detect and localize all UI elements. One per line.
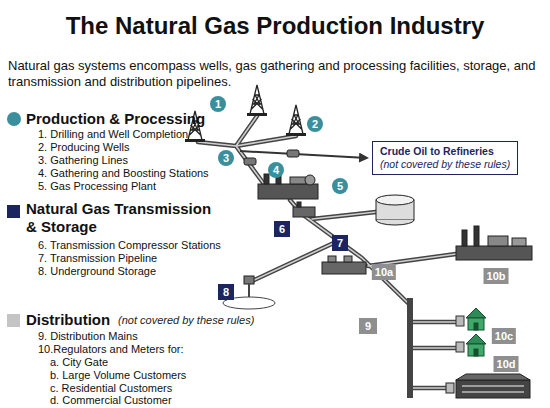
list-item: a. City Gate: [50, 356, 108, 369]
residential-customers: [456, 308, 486, 356]
city-gate-station: [322, 256, 366, 274]
callout-number: 8: [218, 284, 234, 300]
list-item: b. Large Volume Customers: [50, 369, 186, 382]
compressor-station: [293, 202, 315, 217]
list-item: 2. Producing Wells: [38, 141, 130, 154]
callout-number: 7: [332, 235, 348, 251]
list-item: 5. Gas Processing Plant: [38, 180, 156, 193]
list-item: d. Commercial Customer: [50, 394, 172, 407]
list-item: 7. Transmission Pipeline: [38, 252, 157, 265]
list-item: 8. Underground Storage: [38, 265, 156, 278]
section-heading: Natural Gas Transmission & Storage: [26, 200, 214, 236]
callout-number: 10c: [492, 328, 516, 344]
list-item: 9. Distribution Mains: [38, 330, 138, 343]
storage-tank: [376, 195, 414, 225]
list-item: 3. Gathering Lines: [38, 154, 128, 167]
callout-number: 10a: [372, 264, 396, 280]
callout-number: 5: [332, 178, 348, 194]
intro-text: Natural gas systems encompass wells, gas…: [8, 58, 544, 91]
section-bullets: [7, 112, 21, 327]
list-item: 10.Regulators and Meters for:: [38, 343, 184, 356]
page-title: The Natural Gas Production Industry: [0, 12, 550, 41]
list-item: c. Residential Customers: [50, 382, 172, 395]
list-item: 1. Drilling and Well Completion: [38, 128, 188, 141]
callout-number: 4: [268, 162, 284, 178]
callout-number: 10d: [494, 356, 519, 372]
callout-number: 9: [359, 318, 377, 334]
industrial-customer: [456, 226, 532, 260]
callout-number: 2: [307, 116, 323, 132]
callout-number: 3: [218, 150, 234, 166]
section-note: (not covered by these rules): [118, 314, 254, 327]
box-note: (not covered by these rules): [380, 158, 510, 171]
list-item: 4. Gathering and Boosting Stations: [38, 167, 209, 180]
callout-number: 1: [210, 96, 226, 112]
callout-number: 10b: [484, 268, 509, 284]
note-box: Crude Oil to Refineries(not covered by t…: [372, 141, 518, 175]
section-heading: Production & Processing: [26, 110, 205, 128]
gas-processing-plant: [258, 170, 318, 199]
distribution-main: [407, 298, 413, 398]
list-item: 6. Transmission Compressor Stations: [38, 239, 221, 252]
section-heading: Distribution: [26, 311, 110, 329]
callout-number: 6: [274, 221, 290, 237]
commercial-customer: [446, 374, 530, 398]
crude-oil-arrow: [240, 151, 367, 158]
box-heading: Crude Oil to Refineries: [380, 145, 510, 158]
